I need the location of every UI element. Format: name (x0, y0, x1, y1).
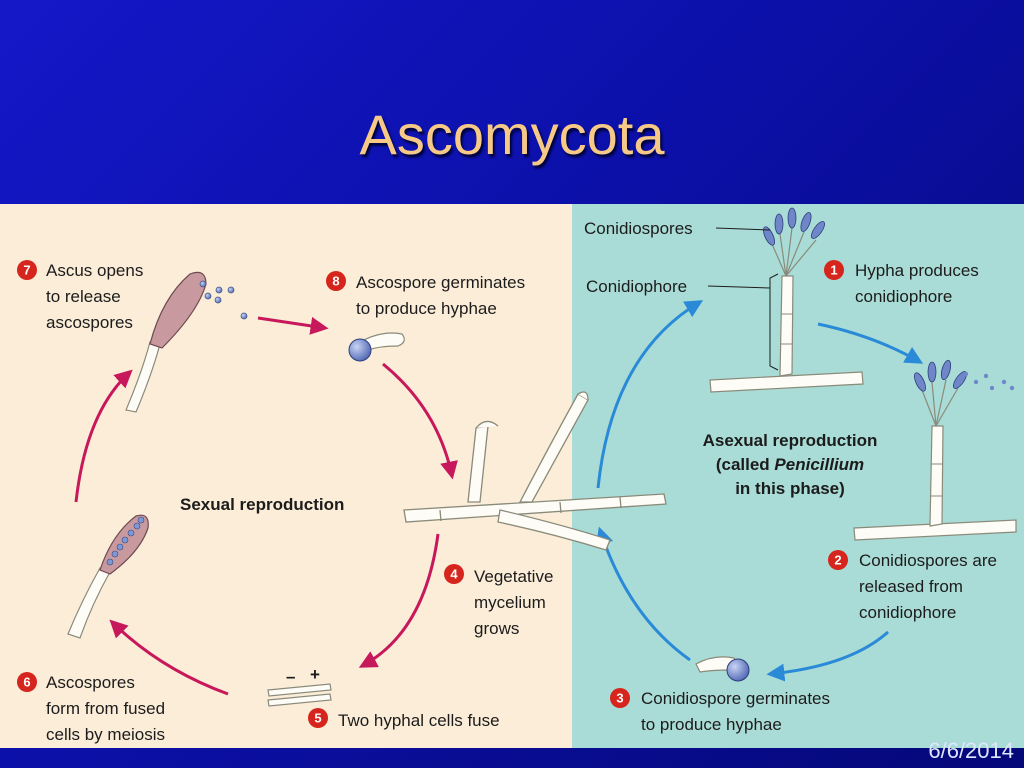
slide-title: Ascomycota (359, 103, 665, 166)
step-6-line-3: cells by meiosis (46, 725, 165, 744)
arrow-1-to-2 (817, 322, 924, 364)
step-7-number: 7 (23, 263, 30, 278)
step-8: 8 Ascospore germinates to produce hyphae (326, 271, 525, 318)
arrow-7-to-8 (257, 316, 329, 335)
step-4-line-3: grows (474, 619, 519, 638)
asexual-called-prefix: (called (716, 455, 775, 474)
step-7: 7 Ascus opens to release ascospores (17, 260, 143, 332)
sexual-cycle-arrows (74, 316, 458, 696)
conidiospores-label: Conidiospores (584, 219, 693, 238)
vegetative-mycelium (403, 391, 667, 551)
penicillium-label: Penicillium (774, 455, 864, 474)
step-2-line-1: Conidiospores are (859, 551, 997, 570)
step-2-number: 2 (834, 553, 841, 568)
conidiophore-releasing-spores (853, 359, 1017, 541)
step-5-badge (308, 708, 328, 728)
step-6-line-2: form from fused (46, 699, 165, 718)
conidiophore-label: Conidiophore (586, 277, 687, 296)
step-2-line-2: released from (859, 577, 963, 596)
arrow-2-to-3 (766, 630, 889, 682)
step-1: 1 Hypha produces conidiophore (824, 260, 979, 306)
plus-sign: + (310, 665, 320, 684)
ascospore-germinating (348, 332, 405, 362)
sexual-reproduction-label: Sexual reproduction (180, 495, 344, 514)
conidiospore-germinating (695, 656, 750, 682)
life-cycle-diagram: – + (0, 204, 1024, 748)
step-6-line-1: Ascospores (46, 673, 135, 692)
step-7-line-3: ascospores (46, 313, 133, 332)
asexual-phase-panel (572, 204, 1024, 748)
step-8-line-2: to produce hyphae (356, 299, 497, 318)
step-3-badge (610, 688, 630, 708)
step-7-line-2: to release (46, 287, 121, 306)
conidiophore-structure (709, 207, 864, 393)
life-cycle-figure: – + (0, 204, 1024, 748)
conidiospores-leader (715, 227, 771, 231)
step-7-badge (17, 260, 37, 280)
fusing-hyphae: – + (267, 665, 332, 707)
asexual-called-label: (called Penicillium (716, 455, 864, 474)
minus-sign: – (286, 667, 295, 686)
step-2: 2 Conidiospores are released from conidi… (828, 550, 997, 622)
step-5-line-1: Two hyphal cells fuse (338, 711, 500, 730)
step-1-badge (824, 260, 844, 280)
ascus-opening (125, 271, 248, 413)
step-4-line-2: mycelium (474, 593, 546, 612)
arrow-6-to-7 (74, 369, 133, 503)
ascus-with-ascospores (67, 514, 149, 639)
step-4-line-1: Vegetative (474, 567, 553, 586)
step-8-badge (326, 271, 346, 291)
step-6-badge (17, 672, 37, 692)
step-6-number: 6 (23, 675, 30, 690)
conidiophore-leader (707, 285, 771, 289)
step-8-number: 8 (332, 274, 339, 289)
arrow-4-to-5 (358, 533, 440, 668)
step-4-badge (444, 564, 464, 584)
step-1-line-2: conidiophore (855, 287, 952, 306)
step-1-line-1: Hypha produces (855, 261, 979, 280)
step-6: 6 Ascospores form from fused cells by me… (17, 672, 165, 744)
step-4-number: 4 (450, 567, 458, 582)
step-5: 5 Two hyphal cells fuse (308, 708, 500, 730)
arrow-5-to-6 (109, 619, 229, 696)
asexual-phase-label: in this phase) (735, 479, 845, 498)
step-3: 3 Conidiospore germinates to produce hyp… (610, 688, 830, 734)
step-3-line-2: to produce hyphae (641, 715, 782, 734)
step-4: 4 Vegetative mycelium grows (444, 564, 553, 638)
asexual-reproduction-label: Asexual reproduction (703, 431, 878, 450)
step-7-line-1: Ascus opens (46, 261, 143, 280)
arrow-8-to-4 (382, 362, 458, 480)
step-2-line-3: conidiophore (859, 603, 956, 622)
step-1-number: 1 (830, 263, 837, 278)
step-2-badge (828, 550, 848, 570)
step-3-line-1: Conidiospore germinates (641, 689, 830, 708)
arrow-3-to-1 (596, 300, 704, 489)
step-8-line-1: Ascospore germinates (356, 273, 525, 292)
slide-date: 6/6/2014 (928, 738, 1014, 763)
step-5-number: 5 (314, 711, 321, 726)
step-3-number: 3 (616, 691, 623, 706)
